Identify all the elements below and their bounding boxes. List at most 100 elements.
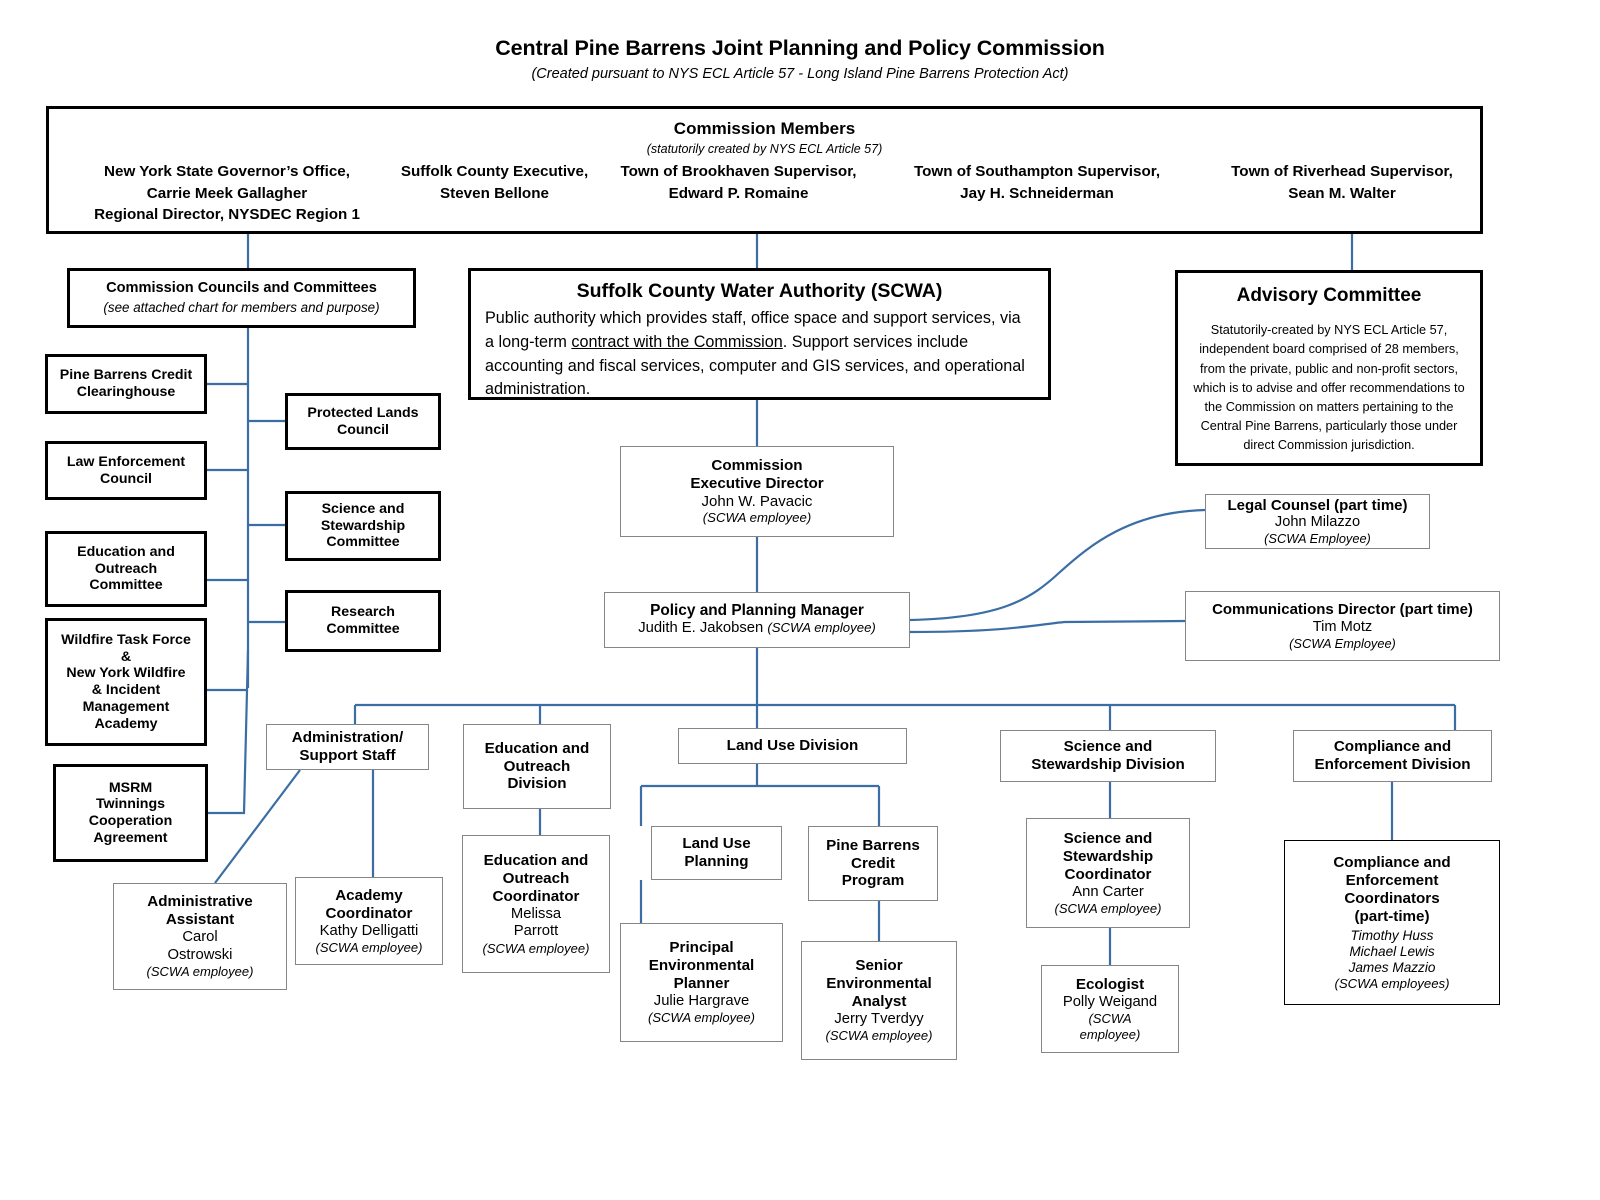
staff-senior-environmental-analyst: Senior Environmental Analyst Jerry Tverd… [801, 941, 957, 1060]
member-office: Town of Brookhaven Supervisor, [620, 163, 857, 180]
page-subtitle: (Created pursuant to NYS ECL Article 57 … [531, 66, 1069, 82]
scwa-body-1: Public authority which provides staff, o… [485, 309, 1021, 351]
member-name: Edward P. Romaine [668, 184, 809, 202]
councils-title: Commission Councils and Committees [106, 280, 377, 297]
staff-note: (SCWA employee) [482, 940, 590, 956]
scwa-box: Suffolk County Water Authority (SCWA) Pu… [468, 268, 1051, 400]
council-science-and-stewardship-committee: Science and Stewardship Committee [285, 491, 441, 561]
staff-principal-environmental-planner: Principal Environmental Planner Julie Ha… [620, 923, 783, 1042]
division-label: Land Use Division [726, 737, 859, 755]
division-education-and-outreach: Education and Outreach Division [463, 724, 611, 809]
staff-compliance-enforcement-coordinators: Compliance and Enforcement Coordinators … [1284, 840, 1500, 1005]
staff-administrative-assistant: Administrative Assistant Carol Ostrowski… [113, 883, 287, 990]
advisory-committee-box: Advisory Committee Statutorily-created b… [1175, 270, 1483, 466]
staff-title: Senior Environmental Analyst [826, 957, 932, 1011]
legal-counsel-box: Legal Counsel (part time) John Milazzo (… [1205, 494, 1430, 549]
commission-member-4: Town of Riverhead Supervisor, Sean M. Wa… [1207, 161, 1477, 204]
communications-director-name: Tim Motz [1312, 618, 1373, 635]
council-wildfire-task-force: Wildfire Task Force & New York Wildfire … [45, 618, 207, 746]
unit-label: Land Use Planning [682, 835, 751, 870]
staff-note: (SCWA employees) [1334, 975, 1450, 991]
division-compliance-and-enforcement: Compliance and Enforcement Division [1293, 730, 1492, 782]
council-msrm-twinnings-cooperation-agreement: MSRM Twinnings Cooperation Agreement [53, 764, 208, 862]
commission-member-0: New York State Governor’s Office, Carrie… [67, 161, 387, 226]
division-label: Administration/ Support Staff [291, 729, 404, 764]
council-label: Research Committee [326, 604, 400, 637]
council-label: Education and Outreach Committee [77, 543, 175, 594]
member-extra: Regional Director, NYSDEC Region 1 [94, 206, 360, 224]
council-label: MSRM Twinnings Cooperation Agreement [88, 779, 173, 846]
communications-director-note: (SCWA Employee) [1289, 635, 1396, 651]
scwa-body-2: . Support services include accounting an… [485, 332, 1025, 399]
council-research-committee: Research Committee [285, 590, 441, 652]
council-label: Science and Stewardship Committee [320, 500, 406, 551]
council-education-and-outreach-committee: Education and Outreach Committee [45, 531, 207, 607]
staff-name: Polly Weigand [1062, 993, 1158, 1010]
policy-manager-title: Policy and Planning Manager [650, 602, 864, 620]
member-office: Town of Riverhead Supervisor, [1231, 163, 1453, 180]
division-label: Compliance and Enforcement Division [1314, 738, 1471, 773]
legal-counsel-name: John Milazzo [1274, 514, 1361, 531]
staff-note: (SCWA employee) [1054, 900, 1162, 916]
communications-director-box: Communications Director (part time) Tim … [1185, 591, 1500, 661]
staff-note: (SCWA employee) [315, 940, 423, 955]
council-label: Law Enforcement Council [66, 453, 186, 487]
staff-name: Kathy Delligatti [319, 922, 419, 939]
staff-name: Ann Carter [1072, 883, 1144, 900]
exec-director-name: John W. Pavacic [701, 492, 813, 510]
commission-member-2: Town of Brookhaven Supervisor, Edward P.… [601, 161, 876, 204]
legal-counsel-note: (SCWA Employee) [1264, 531, 1371, 547]
council-label: Pine Barrens Credit Clearinghouse [59, 367, 193, 400]
division-label: Education and Outreach Division [484, 739, 590, 793]
commission-members-subheading: (statutorily created by NYS ECL Article … [646, 142, 883, 156]
staff-note: (SCWA employee) [1079, 1011, 1141, 1042]
staff-title: Ecologist [1075, 975, 1145, 993]
staff-title: Principal Environmental Planner [648, 939, 755, 993]
advisory-title: Advisory Committee [1236, 285, 1422, 306]
legal-counsel-title: Legal Counsel (part time) [1227, 496, 1408, 514]
commission-members-box: Commission Members (statutorily created … [46, 106, 1483, 234]
staff-title: Compliance and Enforcement Coordinators … [1333, 853, 1451, 925]
member-name: Carrie Meek Gallagher [146, 184, 308, 202]
council-protected-lands-council: Protected Lands Council [285, 393, 441, 450]
councils-subtitle: (see attached chart for members and purp… [103, 299, 380, 315]
council-law-enforcement-council: Law Enforcement Council [45, 441, 207, 500]
division-label: Science and Stewardship Division [1031, 738, 1185, 773]
scwa-title: Suffolk County Water Authority (SCWA) [576, 280, 943, 302]
division-administration-support-staff: Administration/ Support Staff [266, 724, 429, 770]
commission-member-1: Suffolk County Executive, Steven Bellone [387, 161, 602, 204]
member-name: Steven Bellone [440, 184, 549, 202]
staff-ecologist: Ecologist Polly Weigand (SCWA employee) [1041, 965, 1179, 1053]
staff-name: Melissa Parrott [510, 905, 562, 940]
commission-member-3: Town of Southampton Supervisor, Jay H. S… [889, 161, 1185, 204]
exec-director-note: (SCWA employee) [702, 510, 812, 526]
page-title: Central Pine Barrens Joint Planning and … [495, 36, 1105, 60]
member-office: New York State Governor’s Office, [104, 163, 350, 180]
council-pine-barrens-credit-clearinghouse: Pine Barrens Credit Clearinghouse [45, 354, 207, 414]
scwa-contract-link[interactable]: contract with the Commission [571, 332, 783, 351]
unit-pine-barrens-credit-program: Pine Barrens Credit Program [808, 826, 938, 901]
staff-note: (SCWA employee) [825, 1028, 933, 1044]
staff-education-outreach-coordinator: Education and Outreach Coordinator Melis… [462, 835, 610, 973]
member-name: Jay H. Schneiderman [960, 184, 1114, 202]
staff-title: Administrative Assistant [147, 893, 253, 929]
division-land-use: Land Use Division [678, 728, 907, 764]
communications-director-title: Communications Director (part time) [1212, 601, 1473, 618]
policy-planning-manager-box: Policy and Planning Manager Judith E. Ja… [604, 592, 910, 648]
exec-director-title: Commission Executive Director [690, 456, 824, 492]
staff-title: Science and Stewardship Coordinator [1062, 829, 1154, 883]
policy-manager-note: (SCWA employee) [767, 620, 876, 636]
division-science-and-stewardship: Science and Stewardship Division [1000, 730, 1216, 782]
staff-science-stewardship-coordinator: Science and Stewardship Coordinator Ann … [1026, 818, 1190, 928]
staff-names: Timothy Huss Michael Lewis James Mazzio [1348, 927, 1436, 975]
staff-academy-coordinator: Academy Coordinator Kathy Delligatti (SC… [295, 877, 443, 965]
scwa-description: Public authority which provides staff, o… [471, 303, 1048, 402]
staff-title: Academy Coordinator [325, 886, 413, 922]
staff-name: Jerry Tverdyy [834, 1011, 924, 1028]
policy-manager-person: Judith E. Jakobsen (SCWA employee) [638, 620, 876, 637]
staff-note: (SCWA employee) [648, 1010, 755, 1026]
unit-land-use-planning: Land Use Planning [651, 826, 782, 880]
staff-name: Julie Hargrave [653, 993, 750, 1010]
commission-councils-box: Commission Councils and Committees (see … [67, 268, 416, 328]
